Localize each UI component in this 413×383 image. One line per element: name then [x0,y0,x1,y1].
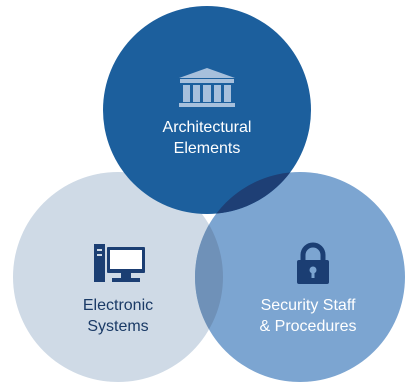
security-label-line-2: & Procedures [259,318,357,335]
security-label: Security Staff & Procedures [243,295,373,337]
padlock-icon [297,242,329,284]
architectural-label-line-2: Elements [173,140,241,157]
architectural-label: Architectural Elements [137,117,277,159]
electronic-label-line-1: Electronic [82,297,154,314]
electronic-label-line-2: Systems [87,318,149,335]
architectural-circle [103,6,311,214]
building-columns-icon [179,68,235,107]
security-label-line-1: Security Staff [260,297,356,314]
electronic-label: Electronic Systems [58,295,178,337]
architectural-label-line-1: Architectural [162,119,252,136]
computer-icon [94,244,145,282]
electronic-circle [13,172,223,382]
